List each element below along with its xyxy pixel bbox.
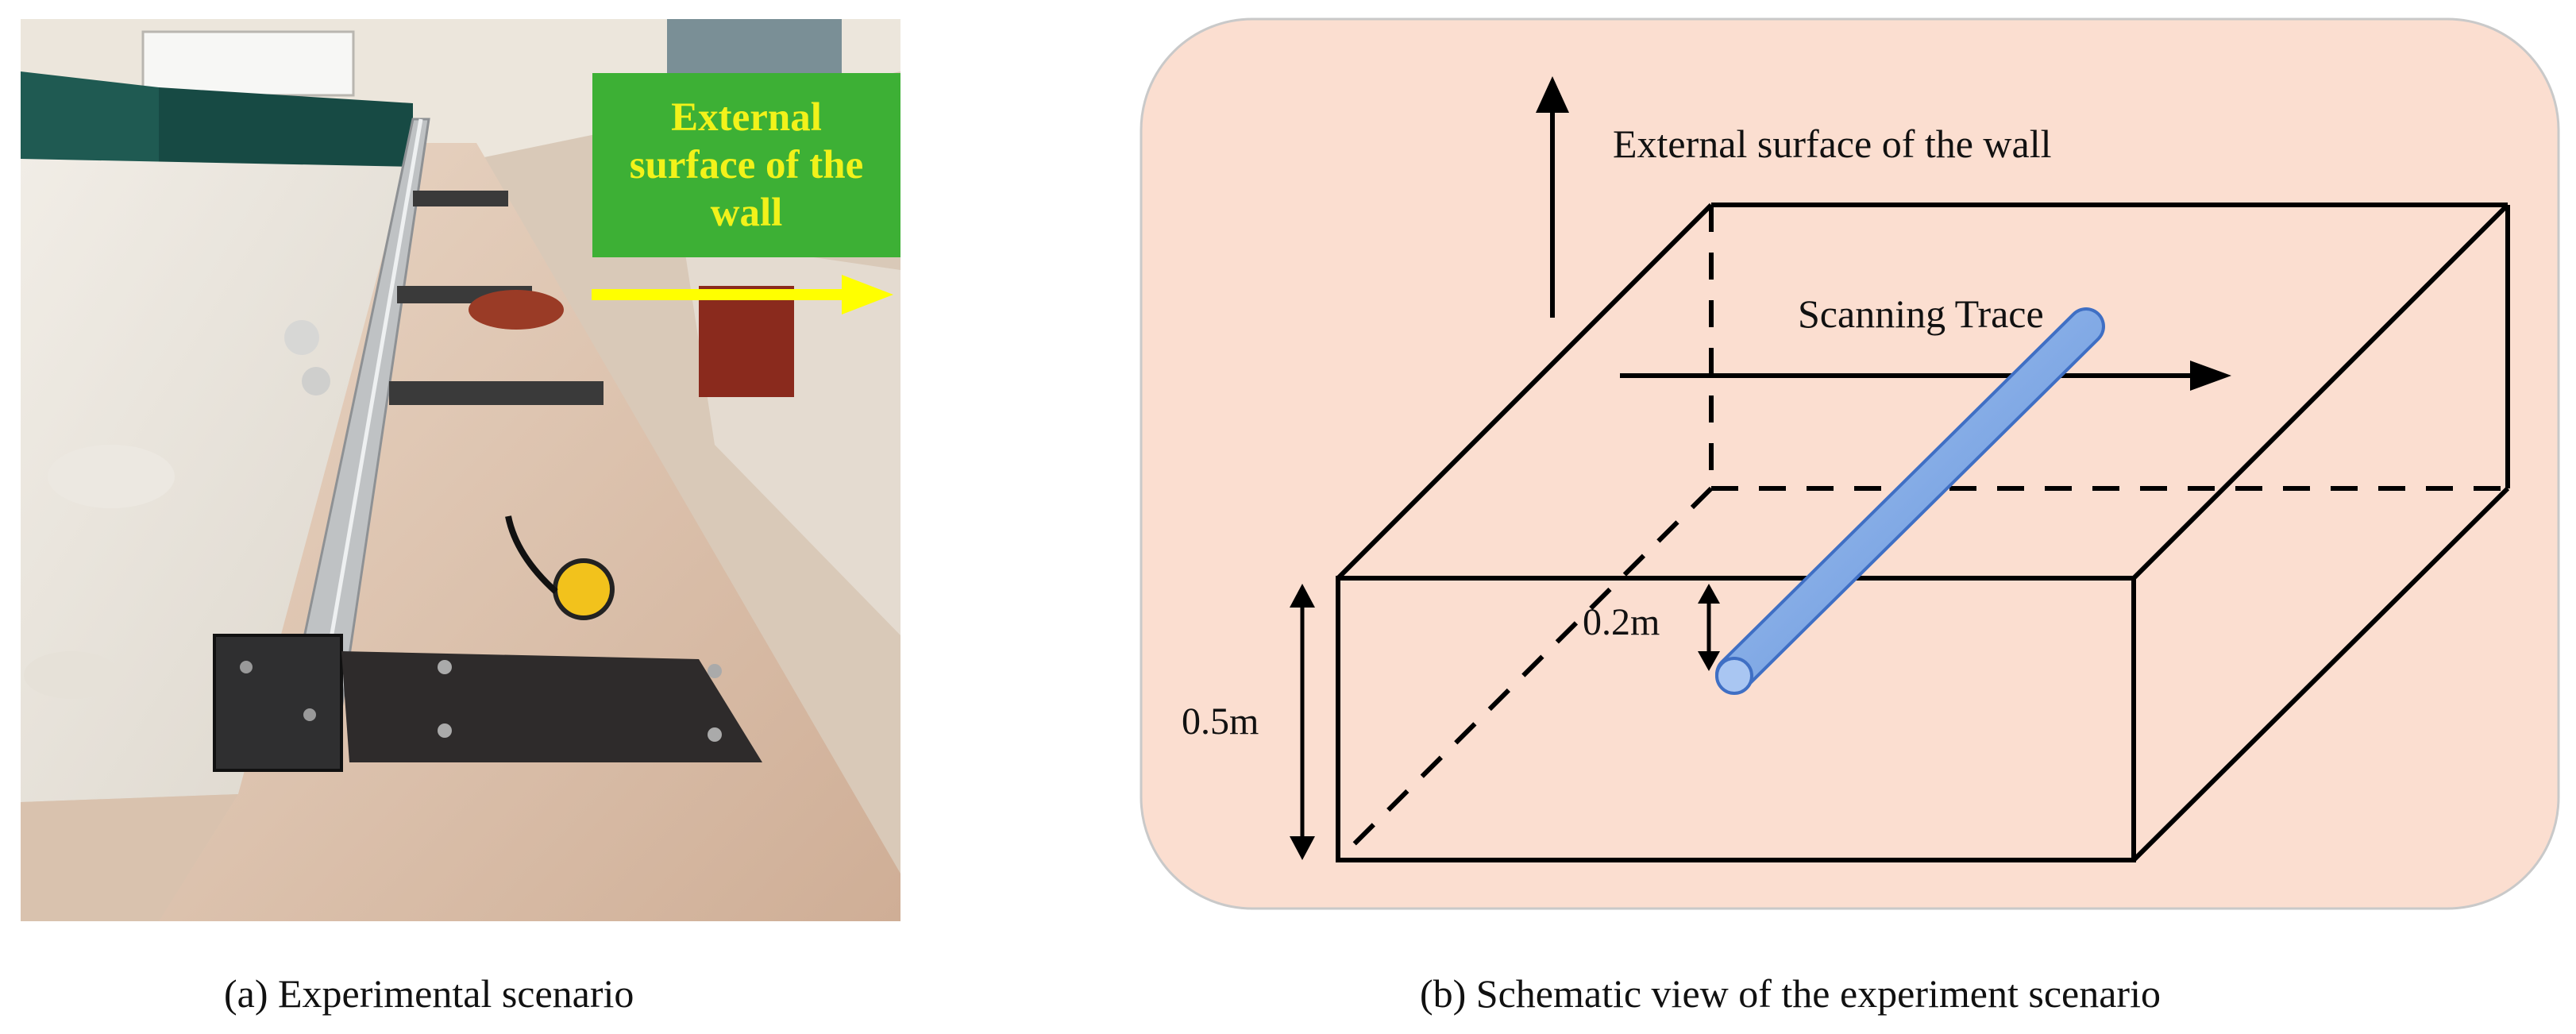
box-height-label: 0.5m: [1182, 700, 1259, 743]
caption-a: (a) Experimental scenario: [224, 971, 634, 1016]
photo-label-banner: External surface of the wall: [592, 73, 900, 257]
schematic-background: [1140, 17, 2560, 910]
pipe-depth-label: 0.2m: [1583, 601, 1660, 643]
caption-b: (b) Schematic view of the experiment sce…: [1420, 971, 2161, 1016]
photo-label-line-3: wall: [710, 191, 783, 235]
box-hidden-edges: [1336, 205, 2508, 862]
photo-label-line-2: surface of the: [629, 143, 864, 187]
pipe-depth-dimension: [1698, 584, 1720, 671]
overlay-arrow: [592, 275, 893, 314]
scanning-trace-label: Scanning Trace: [1798, 291, 2044, 336]
external-surface-label: External surface of the wall: [1613, 122, 2052, 166]
photo-label-line-1: External: [671, 95, 822, 140]
box-height-dimension: [1290, 584, 1315, 860]
buried-pipe: [1715, 307, 2105, 695]
box-solid-edges: [1336, 203, 2510, 862]
